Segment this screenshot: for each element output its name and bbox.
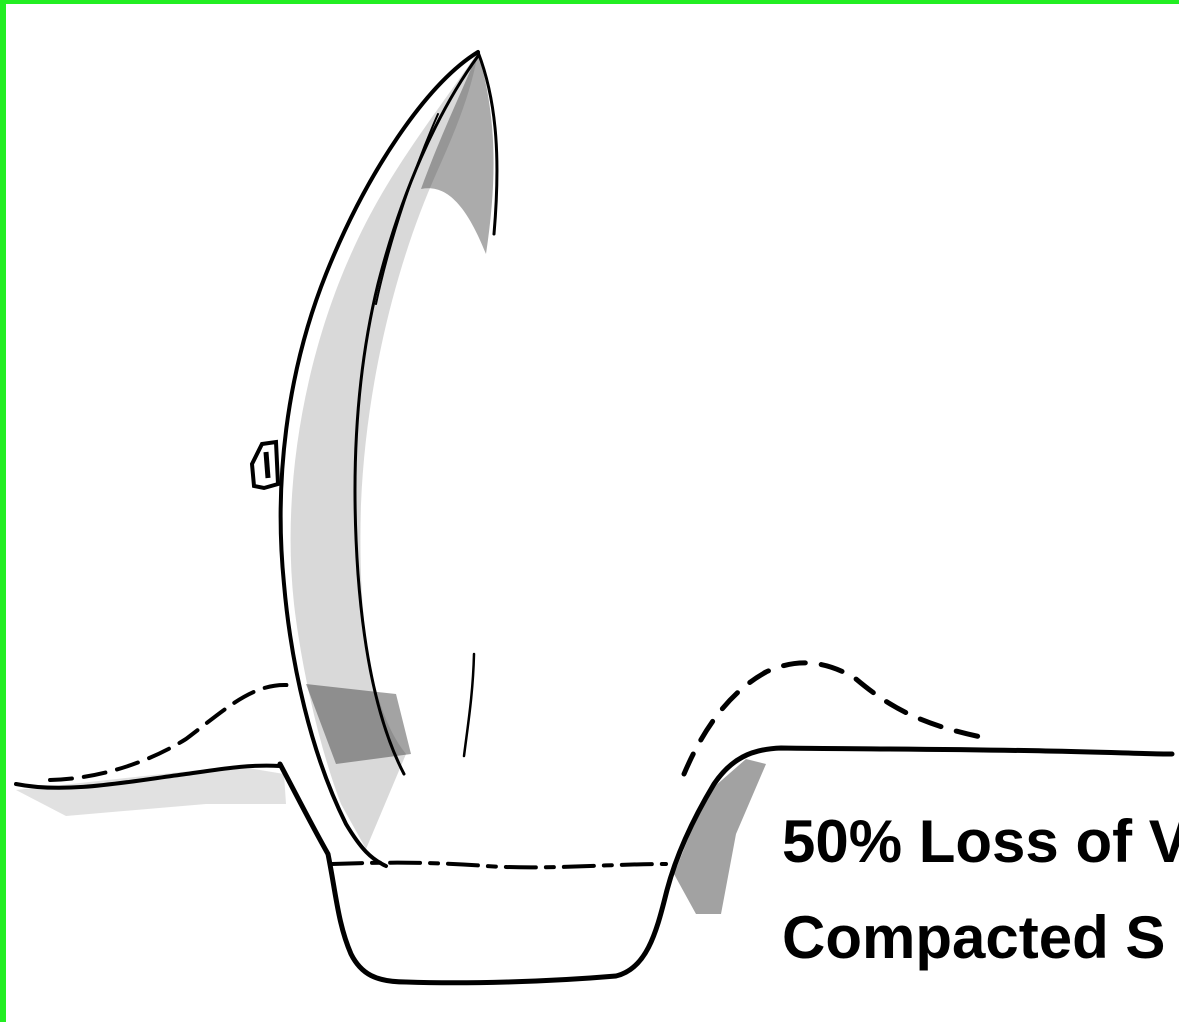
original-soil-profile-right — [684, 663, 986, 774]
left-ground-shading — [16, 766, 286, 816]
motion-stroke — [464, 654, 474, 756]
caption-line-1: 50% Loss of V — [782, 812, 1179, 872]
tool-tab-mark — [266, 452, 268, 478]
caption-line-2: Compacted S — [782, 908, 1165, 968]
